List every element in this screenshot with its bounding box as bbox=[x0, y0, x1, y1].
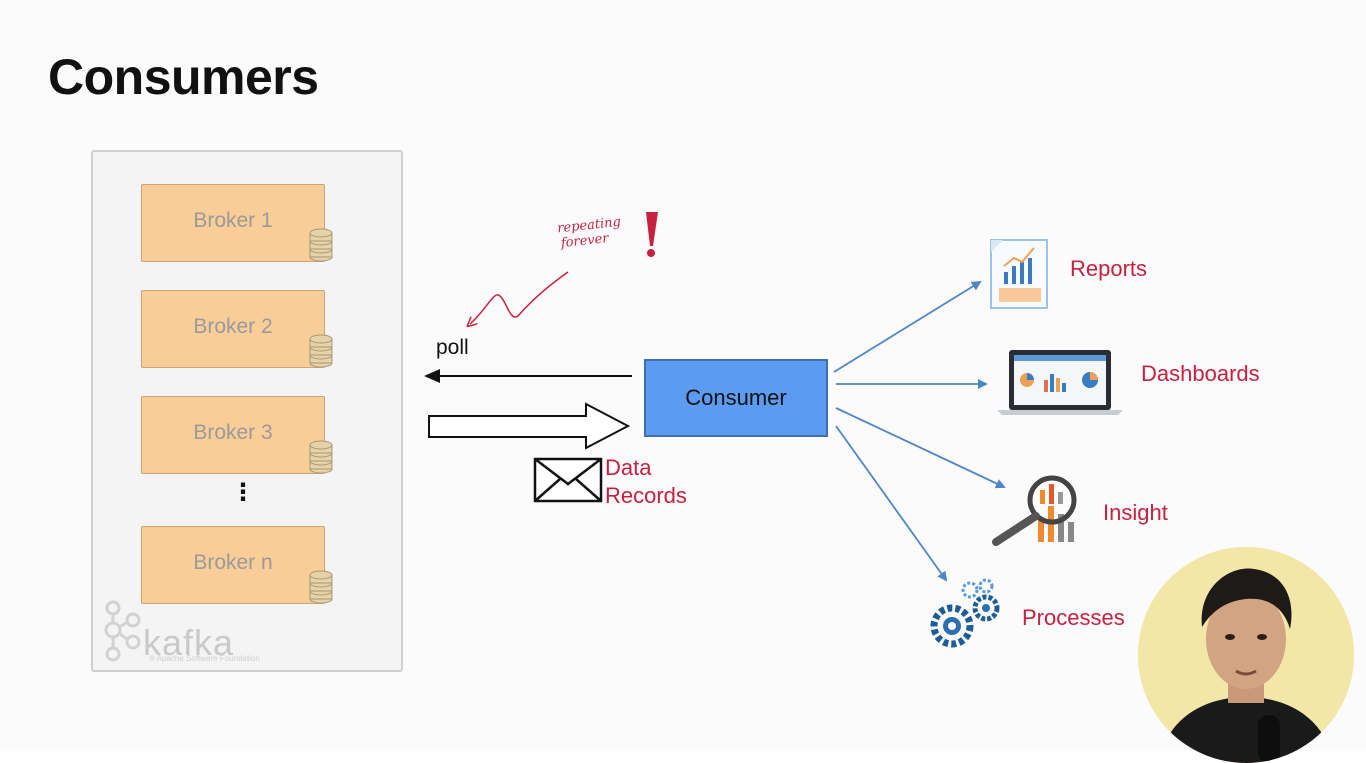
envelope-icon bbox=[533, 457, 603, 503]
presenter-illustration bbox=[1138, 547, 1354, 763]
arrow-to-processes bbox=[835, 425, 948, 582]
data-records-label: Data Records bbox=[605, 454, 687, 510]
broker-label: Broker 3 bbox=[193, 421, 273, 444]
output-label-dashboards: Dashboards bbox=[1141, 361, 1260, 386]
broker-label: Broker 2 bbox=[193, 315, 273, 338]
poll-arrow bbox=[424, 369, 632, 383]
output-label-processes: Processes bbox=[1022, 605, 1125, 630]
kafka-trademark: ® Apache Software Foundation bbox=[149, 654, 260, 663]
consumer-box: Consumer bbox=[644, 359, 828, 437]
arrow-to-reports bbox=[833, 280, 982, 373]
broker-1: Broker 1 bbox=[141, 184, 333, 262]
database-icon bbox=[309, 334, 333, 368]
broker-3: Broker 3 bbox=[141, 396, 333, 474]
kafka-wordmark: kafka bbox=[143, 622, 235, 663]
magnifier-chart-icon bbox=[992, 475, 1077, 546]
poll-label: poll bbox=[436, 336, 469, 359]
data-records-line-2: Records bbox=[605, 483, 687, 508]
kafka-logo-icon bbox=[104, 600, 141, 662]
exclamation-icon bbox=[646, 212, 658, 257]
data-flow-arrow bbox=[428, 402, 631, 450]
arrow-to-insight bbox=[835, 407, 1006, 489]
presenter-avatar bbox=[1138, 547, 1354, 763]
broker-label: Broker n bbox=[193, 551, 273, 574]
broker-label: Broker 1 bbox=[193, 209, 273, 232]
kafka-cluster: Broker 1 Broker 2 Broker 3 bbox=[91, 150, 403, 672]
broker-2: Broker 2 bbox=[141, 290, 333, 368]
repeat-squiggle bbox=[470, 271, 569, 324]
slide-title: Consumers bbox=[48, 49, 319, 105]
database-icon bbox=[309, 228, 333, 262]
database-icon bbox=[309, 570, 333, 604]
broker-n: Broker n bbox=[141, 526, 333, 604]
report-icon bbox=[990, 239, 1048, 309]
gears-icon bbox=[930, 578, 1000, 648]
output-label-reports: Reports bbox=[1070, 256, 1148, 281]
laptop-dashboard-icon bbox=[997, 350, 1123, 415]
database-icon bbox=[309, 440, 333, 474]
output-label-insight: Insight bbox=[1103, 500, 1168, 525]
consumer-label: Consumer bbox=[685, 385, 787, 410]
data-records-line-1: Data bbox=[605, 455, 652, 480]
